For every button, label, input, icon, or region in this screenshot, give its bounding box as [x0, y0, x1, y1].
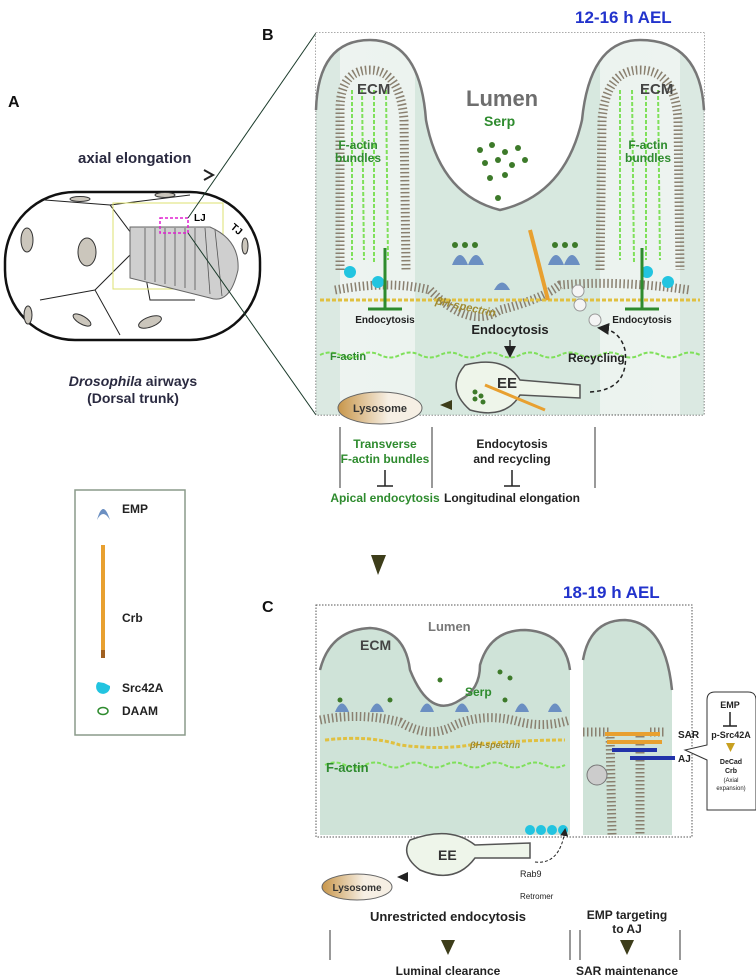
panel-a: A axial elongation LJ TJ Drosophila airw…	[3, 32, 317, 416]
cell-membrane	[334, 65, 691, 322]
rab9-label: Rab9	[520, 869, 542, 879]
panel-a-caption-line2: (Dorsal trunk)	[87, 390, 179, 406]
lysosome	[337, 391, 423, 425]
legend: EMP Crb Src42A DAAM	[74, 489, 186, 736]
src42a-proteins	[344, 266, 674, 288]
zoom-connector-top	[187, 32, 317, 219]
c-lysosome	[321, 873, 393, 901]
summary-right-result: Longitudinal elongation	[444, 491, 580, 505]
ee-label: EE	[497, 375, 517, 392]
ecm-right-label: ECM	[640, 81, 673, 98]
recycling-label: Recycling	[568, 351, 625, 365]
ecm-outline	[314, 38, 706, 212]
factin-bundles-left-2: bundles	[335, 151, 381, 165]
factin-label: F-actin	[330, 351, 366, 363]
c-ee-label: EE	[438, 847, 457, 863]
c-factin-label: F-actin	[326, 760, 369, 775]
aj-label: AJ	[678, 754, 691, 765]
recycling-vesicles	[571, 284, 602, 327]
legend-box	[74, 489, 186, 736]
callout-note-2: expansion)	[716, 786, 745, 792]
crb-protein	[528, 229, 550, 301]
panel-a-caption: Drosophila airways	[69, 373, 198, 389]
c-spectrin-label: βH-spectrin	[469, 740, 521, 750]
endocytosis-left-label: Endocytosis	[355, 315, 415, 326]
c-ecm-label: ECM	[360, 637, 391, 653]
luminal-clearance-label: Luminal clearance	[396, 964, 501, 978]
nuclei	[20, 192, 249, 329]
factin-bundles-left-1: F-actin	[338, 138, 377, 152]
lj-label: LJ	[194, 213, 206, 224]
arrow-head-icon	[203, 169, 216, 181]
endocytosis-center-label: Endocytosis	[471, 322, 548, 337]
callout-crb: Crb	[725, 768, 737, 775]
panel-b: 12-16 h AEL B ECM ECM Lumen Serp	[262, 8, 706, 505]
factin-bundles	[319, 89, 701, 359]
crb-icon	[101, 545, 105, 650]
panel-c-label: C	[262, 599, 274, 616]
summary-right-1: Endocytosis	[476, 437, 548, 451]
callout-psrc42a: p-Src42A	[711, 730, 751, 740]
summary-left-result: Apical endocytosis	[330, 491, 440, 505]
unrestricted-endocytosis-label: Unrestricted endocytosis	[370, 909, 526, 924]
retromer-label: Retromer	[520, 892, 554, 901]
early-endosome	[455, 361, 581, 414]
panel-a-label: A	[8, 94, 20, 111]
callout-box	[683, 691, 756, 811]
legend-emp: EMP	[122, 502, 148, 516]
recycling-arrow	[589, 322, 627, 393]
emp-targeting-label-2: to AJ	[612, 922, 642, 936]
c-lumen-label: Lumen	[428, 619, 471, 634]
lysosome-label: Lysosome	[353, 403, 407, 415]
endocytosis-right-label: Endocytosis	[612, 315, 672, 326]
zoom-region-box	[159, 217, 189, 234]
inhibition-markers	[368, 248, 659, 311]
legend-src42a: Src42A	[122, 681, 164, 695]
axial-elongation-label: axial elongation	[78, 150, 191, 167]
c-early-endosome	[405, 832, 531, 877]
panel-c: 18-19 h AEL C ECM Lumen Serp βH-spectrin…	[262, 583, 756, 978]
summary-left-2: F-actin bundles	[341, 452, 430, 466]
c-membrane	[319, 711, 572, 737]
c-tissue-left	[320, 628, 570, 835]
panel-b-stage: 12-16 h AEL	[575, 8, 672, 27]
factin-bundles-right-2: bundles	[625, 151, 671, 165]
c-serp-label: Serp	[465, 685, 492, 699]
legend-daam: DAAM	[122, 704, 158, 718]
panel-b-label: B	[262, 27, 274, 44]
serp-label: Serp	[484, 113, 515, 129]
sar-label: SAR	[678, 730, 700, 741]
panel-c-stage: 18-19 h AEL	[563, 583, 660, 602]
summary-right-2: and recycling	[473, 452, 550, 466]
zoom-connector-bottom	[187, 232, 317, 416]
serp-particles	[452, 142, 578, 248]
callout-decad: DeCad	[720, 759, 742, 766]
c-lysosome-label: Lysosome	[332, 883, 382, 894]
daam-icon	[97, 706, 109, 716]
emp-proteins	[452, 255, 580, 290]
emp-targeting-label-1: EMP targeting	[587, 908, 667, 922]
legend-crb: Crb	[122, 611, 143, 625]
callout-note-1: (Axial	[723, 778, 738, 784]
src42a-icon	[96, 682, 111, 694]
ecm-left-label: ECM	[357, 81, 390, 98]
inner-lumen-rings	[129, 226, 239, 300]
factin-bundles-right-1: F-actin	[628, 138, 667, 152]
lumen-label: Lumen	[466, 86, 538, 111]
summary-left-1: Transverse	[353, 437, 417, 451]
transition-arrow-icon	[371, 555, 386, 575]
callout-emp: EMP	[720, 700, 740, 710]
emp-icon	[97, 509, 110, 520]
sar-maintenance-label: SAR maintenance	[576, 964, 678, 978]
